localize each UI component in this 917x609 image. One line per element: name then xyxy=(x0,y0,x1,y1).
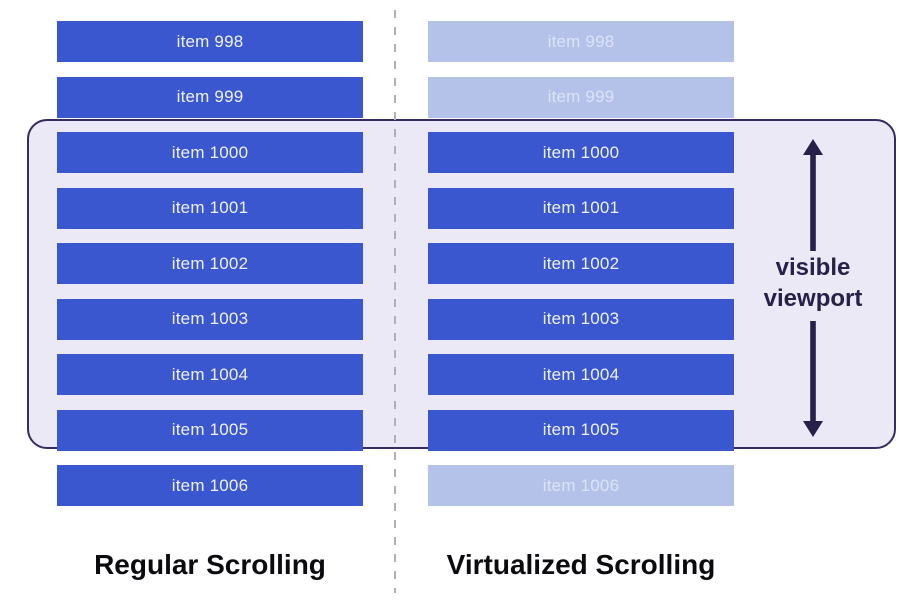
visible-viewport-label: visible viewport xyxy=(763,254,863,312)
list-item: item 1002 xyxy=(57,243,363,284)
list-item: item 1000 xyxy=(428,132,734,173)
list-item: item 1001 xyxy=(428,187,734,229)
virtualized-scrolling-list: item 998 item 999 item 1000 item 1001 it… xyxy=(428,21,734,506)
list-item: item 1005 xyxy=(57,409,363,451)
list-item: item 1003 xyxy=(57,298,363,340)
list-item: item 999 xyxy=(57,76,363,118)
scroll-up-arrow-icon xyxy=(801,139,825,251)
list-item: item 1001 xyxy=(57,187,363,229)
list-item: item 1005 xyxy=(428,409,734,451)
virtualized-scrolling-caption: Virtualized Scrolling xyxy=(446,549,716,580)
regular-scrolling-caption: Regular Scrolling xyxy=(94,549,326,580)
regular-scrolling-list: item 998 item 999 item 1000 item 1001 it… xyxy=(57,21,363,506)
list-item: item 1004 xyxy=(57,354,363,395)
column-divider xyxy=(394,10,396,593)
list-item: item 1006 xyxy=(57,465,363,506)
list-item: item 1000 xyxy=(57,132,363,173)
list-item-unrendered: item 999 xyxy=(428,76,734,118)
scroll-down-arrow-icon xyxy=(801,321,825,437)
list-item-unrendered: item 998 xyxy=(428,21,734,62)
list-item: item 1003 xyxy=(428,298,734,340)
list-item: item 1002 xyxy=(428,243,734,284)
list-item-unrendered: item 1006 xyxy=(428,465,734,506)
list-item: item 1004 xyxy=(428,354,734,395)
list-item: item 998 xyxy=(57,21,363,62)
